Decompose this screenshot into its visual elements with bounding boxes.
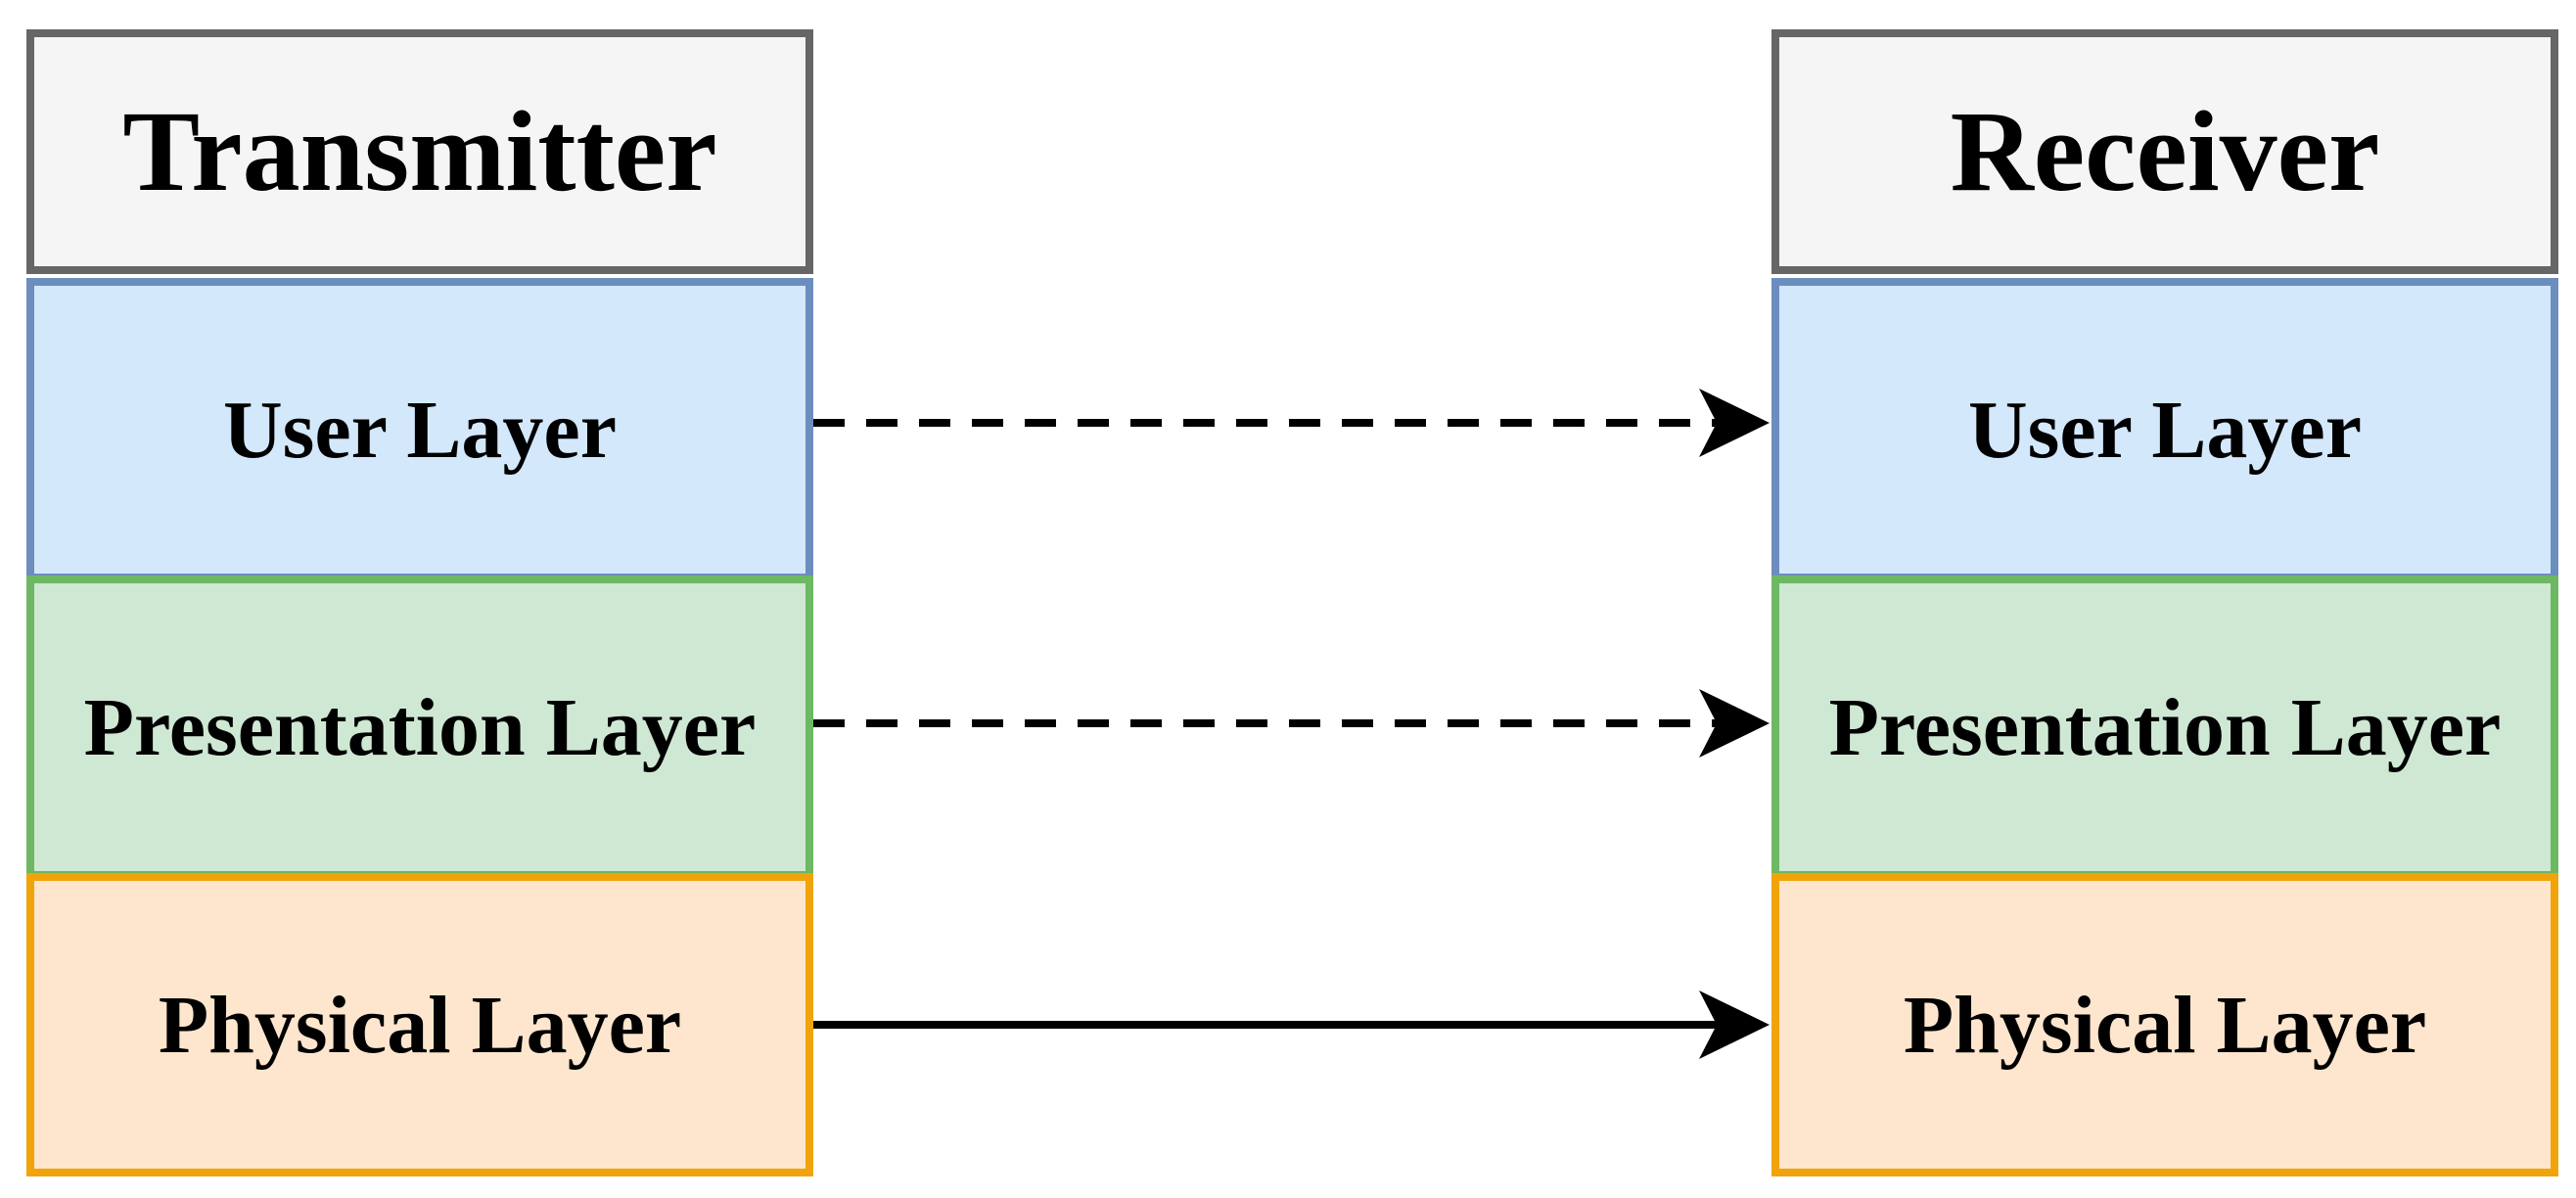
- transmitter-user-layer: User Layer: [26, 278, 813, 581]
- receiver-presentation-layer-label: Presentation Layer: [1828, 681, 2502, 773]
- receiver-physical-layer-label: Physical Layer: [1903, 979, 2427, 1071]
- user-layer-arrowhead: [1699, 389, 1770, 457]
- transmitter-physical-layer: Physical Layer: [26, 873, 813, 1176]
- receiver-presentation-layer: Presentation Layer: [1771, 576, 2558, 879]
- physical-layer-arrow: [813, 991, 1770, 1059]
- receiver-title: Receiver: [1950, 87, 2380, 215]
- transmitter-presentation-layer-label: Presentation Layer: [83, 681, 757, 773]
- physical-layer-arrowhead: [1699, 991, 1770, 1059]
- user-layer-arrow: [813, 389, 1770, 457]
- receiver-user-layer-label: User Layer: [1968, 384, 2362, 476]
- transmitter-title: Transmitter: [122, 87, 717, 215]
- receiver-user-layer: User Layer: [1771, 278, 2558, 581]
- receiver-physical-layer: Physical Layer: [1771, 873, 2558, 1176]
- presentation-layer-arrowhead: [1699, 689, 1770, 758]
- receiver-header: Receiver: [1771, 29, 2558, 274]
- transmitter-presentation-layer: Presentation Layer: [26, 576, 813, 879]
- transmitter-user-layer-label: User Layer: [223, 384, 617, 476]
- transmitter-physical-layer-label: Physical Layer: [158, 979, 682, 1071]
- transmitter-header: Transmitter: [26, 29, 813, 274]
- presentation-layer-arrow: [813, 689, 1770, 758]
